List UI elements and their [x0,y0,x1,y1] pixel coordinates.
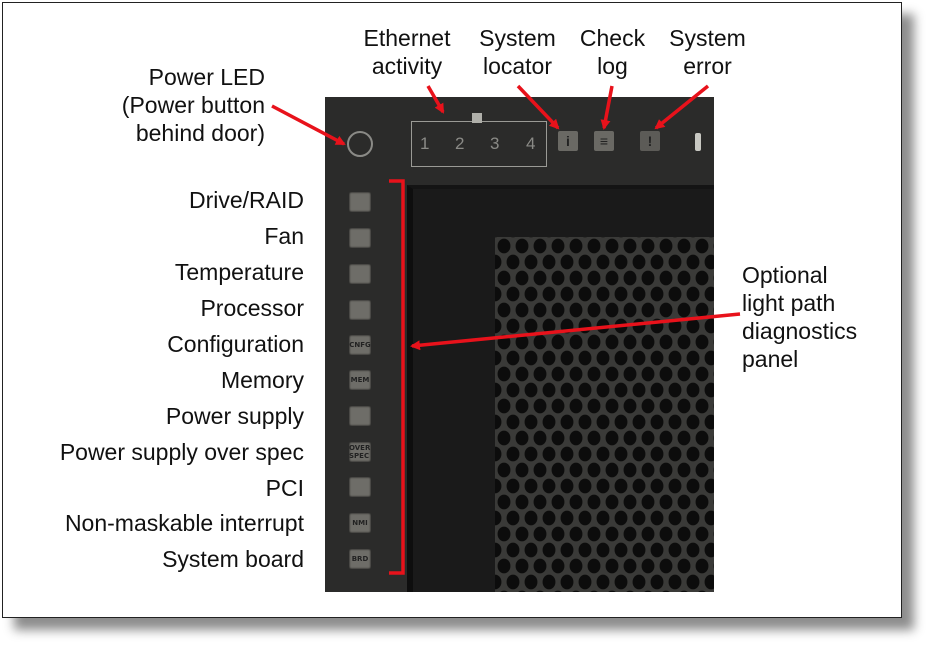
item-label: Processor [200,295,304,321]
label-line: Check [579,25,646,51]
label-line: log [597,53,628,79]
optional-panel-label: Optional light path diagnostics panel [742,261,882,373]
nmi-icon: NMI [349,513,371,533]
fan-icon [349,228,371,248]
configuration-icon: CNFG [349,335,371,355]
item-label: Power supply [165,403,304,429]
system-board-icon: BRD [349,549,371,569]
label-line: activity [371,53,443,79]
power-supply-icon [349,406,371,426]
check-log-icon: ≡ [594,131,614,151]
label-line: (Power button [121,92,265,118]
power-led-icon [347,131,373,157]
locator-arrow [516,84,560,130]
label-line: diagnostics [742,318,858,344]
label-line: light path [742,290,836,316]
label-line: behind door) [135,120,265,146]
label-line: error [683,53,732,79]
label-line: panel [742,346,799,372]
power-led-label: Power LED (Power button behind door) [120,63,265,147]
diagnostics-bracket [389,179,405,575]
item-label: Configuration [167,331,304,357]
system-error-label: System error [660,24,755,80]
ethernet-arrow [426,85,445,114]
over-spec-icon: OVER SPEC [349,442,371,462]
label-line: Optional [742,262,828,288]
network-icon [472,113,482,123]
item-label: Fan [264,223,304,249]
item-label: Temperature [174,259,304,285]
label-line: Power LED [148,64,265,90]
check-log-arrow [600,85,614,130]
ethernet-number: 1 [420,134,430,153]
power-led-arrow [271,104,346,146]
item-label: PCI [265,475,304,501]
processor-icon [349,300,371,320]
ethernet-label: Ethernet activity [352,24,462,80]
system-error-icon: ! [640,131,660,151]
item-label: Memory [220,367,304,393]
vent-grille [495,237,714,592]
ethernet-number: 2 [455,134,465,153]
item-label: System board [162,546,304,572]
ethernet-number: 3 [490,134,500,153]
optional-panel-arrow [410,312,741,351]
drive-raid-icon [349,192,371,212]
label-line: locator [482,53,553,79]
label-line: System [669,25,746,51]
locator-label: System locator [470,24,565,80]
item-label: Power supply over spec [59,439,304,465]
temperature-icon [349,264,371,284]
memory-icon: MEM [349,370,371,390]
check-log-label: Check log [570,24,655,80]
system-locator-icon: i [558,131,578,151]
item-label: Non-maskable interrupt [64,510,304,536]
ethernet-number: 4 [526,134,536,153]
label-line: Ethernet [363,25,451,51]
door-latch-icon [695,133,701,151]
pci-icon [349,477,371,497]
item-label: Drive/RAID [188,187,304,213]
system-error-arrow [654,84,710,130]
label-line: System [479,25,556,51]
